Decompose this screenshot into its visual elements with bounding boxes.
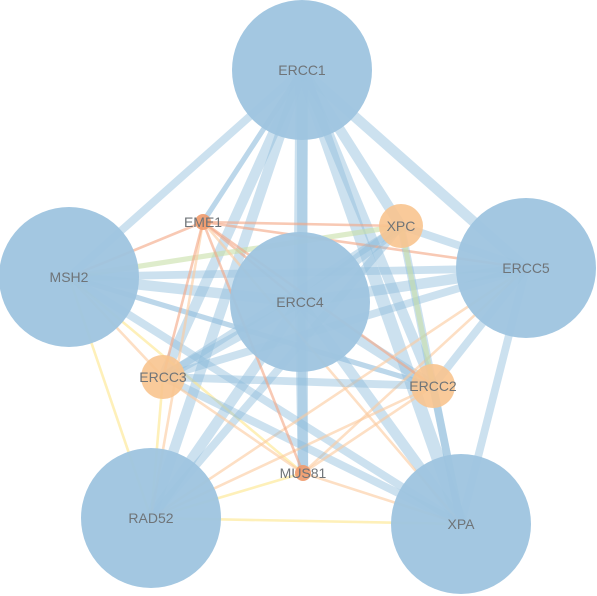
node-circle-mus81 bbox=[295, 465, 311, 481]
node-label-xpa: XPA bbox=[448, 516, 476, 532]
node-circle-xpc bbox=[379, 204, 423, 248]
node-label-ercc4: ERCC4 bbox=[276, 294, 324, 310]
node-circle-eme1 bbox=[195, 214, 211, 230]
node-circle-xpa bbox=[391, 454, 531, 594]
edge-xpc-ercc2 bbox=[398, 225, 436, 387]
node-eme1[interactable]: EME1 bbox=[184, 214, 222, 230]
node-label-ercc2: ERCC2 bbox=[409, 378, 457, 394]
node-ercc2[interactable]: ERCC2 bbox=[409, 364, 457, 408]
node-circle-ercc2 bbox=[411, 364, 455, 408]
edge-ercc3-ercc2 bbox=[162, 373, 434, 390]
node-circle-ercc3 bbox=[141, 355, 185, 399]
node-xpa[interactable]: XPA bbox=[391, 454, 531, 594]
node-xpc[interactable]: XPC bbox=[379, 204, 423, 248]
edge-ercc3-mus81 bbox=[162, 375, 304, 475]
node-ercc1[interactable]: ERCC1 bbox=[232, 0, 372, 140]
node-ercc5[interactable]: ERCC5 bbox=[456, 198, 596, 338]
node-label-mus81: MUS81 bbox=[280, 465, 327, 481]
node-label-eme1: EME1 bbox=[184, 214, 222, 230]
node-label-rad52: RAD52 bbox=[128, 510, 173, 526]
node-label-ercc1: ERCC1 bbox=[278, 62, 326, 78]
node-ercc4[interactable]: ERCC4 bbox=[230, 232, 370, 372]
edge-ercc1-xpa bbox=[295, 67, 468, 527]
node-rad52[interactable]: RAD52 bbox=[81, 448, 221, 588]
node-circle-ercc5 bbox=[456, 198, 596, 338]
node-label-msh2: MSH2 bbox=[50, 269, 89, 285]
node-ercc3[interactable]: ERCC3 bbox=[139, 355, 187, 399]
node-circle-rad52 bbox=[81, 448, 221, 588]
node-circle-msh2 bbox=[0, 207, 139, 347]
edge-ercc3-eme1 bbox=[161, 221, 205, 378]
node-label-xpc: XPC bbox=[387, 218, 416, 234]
edge-xpc-eme1 bbox=[202, 220, 402, 228]
edge-ercc5-rad52 bbox=[150, 266, 527, 520]
node-circle-ercc4 bbox=[230, 232, 370, 372]
edge-ercc2-mus81 bbox=[302, 384, 434, 475]
node-circle-ercc1 bbox=[232, 0, 372, 140]
node-mus81[interactable]: MUS81 bbox=[280, 465, 327, 481]
node-label-ercc5: ERCC5 bbox=[502, 260, 550, 276]
edge-msh2-xpa bbox=[66, 273, 464, 528]
edge-ercc1-rad52 bbox=[146, 68, 307, 520]
node-label-ercc3: ERCC3 bbox=[139, 369, 187, 385]
node-msh2[interactable]: MSH2 bbox=[0, 207, 139, 347]
